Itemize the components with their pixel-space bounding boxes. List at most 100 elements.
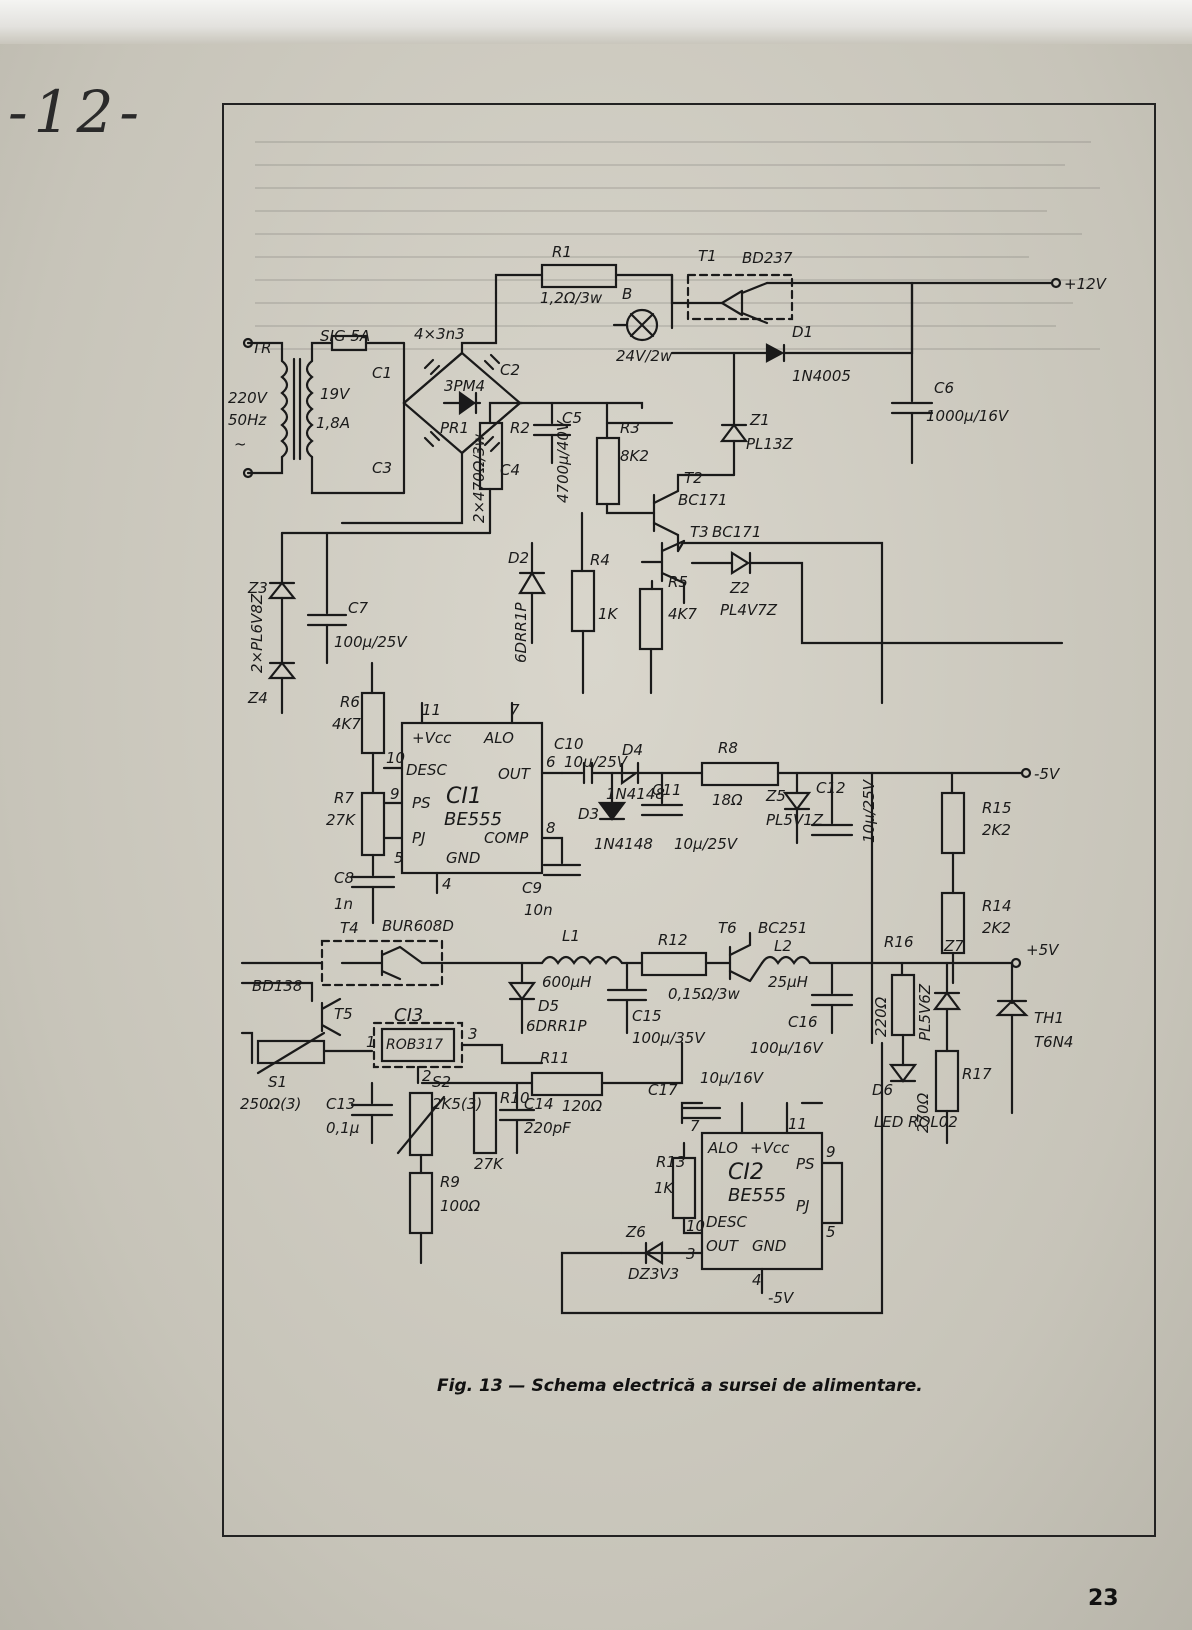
r5-value: 4K7 [668, 605, 697, 623]
z3-label: Z3 [247, 579, 268, 597]
c14-label: C14 [524, 1095, 554, 1113]
r16-value: 220Ω [872, 996, 890, 1037]
r15-resistor [940, 791, 966, 855]
r10-label: R10 [500, 1089, 530, 1107]
ci3-pin-2: 2 [422, 1067, 432, 1085]
r6-resistor [360, 691, 386, 755]
c15-label: C15 [632, 1007, 662, 1025]
ci2-pin-11: 11 [788, 1115, 807, 1133]
t1-heatsink-box [686, 273, 794, 321]
out-12v-terminal [1050, 277, 1062, 289]
ci2-pin-gnd: GND [752, 1237, 786, 1255]
r15-label: R15 [982, 799, 1012, 817]
c9-value: 10n [524, 901, 553, 919]
b-label: B [622, 285, 632, 303]
c1-label: C1 [372, 364, 392, 382]
c8-label: C8 [334, 869, 354, 887]
ci1-pin-11: 11 [422, 701, 441, 719]
r13-label: R13 [656, 1153, 686, 1171]
tr-primary [280, 359, 289, 459]
r17-value: 270Ω [914, 1092, 932, 1133]
r9-value: 100Ω [440, 1197, 481, 1215]
c10-label: C10 [554, 735, 584, 753]
z5-zener [782, 771, 812, 811]
z1-value: PL13Z [746, 435, 793, 453]
wire-rect-to-r1 [494, 273, 544, 295]
r8-label: R8 [718, 739, 738, 757]
c15-capacitor [606, 961, 648, 1035]
ci2-pin-4: 4 [752, 1271, 762, 1289]
z5-value: PL5V1Z [766, 811, 824, 829]
secondary-voltage: 19V [320, 385, 351, 403]
ci3-pin-3: 3 [468, 1025, 478, 1043]
d6-led [888, 1063, 918, 1083]
out-m5v-terminal [1020, 767, 1032, 779]
d1-diode [765, 343, 785, 363]
d3-label: D3 [578, 805, 599, 823]
z4-label: Z4 [247, 689, 268, 707]
c4-capacitor [483, 435, 501, 453]
c12-capacitor [810, 771, 854, 837]
ci1-pin-out: OUT [498, 765, 532, 783]
r3-value: 8K2 [620, 447, 649, 465]
ci1-pin-9: 9 [390, 785, 400, 803]
ci2-pin-vcc: +Vcc [750, 1139, 790, 1157]
power-supply-schematic: R1 1,2Ω/3w T1 BD237 +12V B 24V/2w D1 1N4… [228, 243, 1108, 1315]
z1-label: Z1 [749, 411, 770, 429]
d1-value: 1N4005 [792, 367, 851, 385]
t3-label: T3 [690, 523, 709, 541]
c3-capacitor [423, 430, 441, 448]
ci2-pin-alo: ALO [707, 1139, 738, 1157]
c12-value: 10µ/25V [860, 778, 878, 843]
z1-zener [719, 423, 749, 443]
ci1-pin-10: 10 [386, 749, 405, 767]
r3-label: R3 [620, 419, 640, 437]
mains-symbol: ~ [234, 435, 247, 453]
ci3-regulator [380, 1027, 456, 1063]
l2-value: 25µH [768, 973, 808, 991]
l2-inductor [760, 955, 812, 965]
c5-label: C5 [562, 409, 582, 427]
r8-value: 18Ω [712, 791, 743, 809]
c8-capacitor [350, 875, 396, 889]
r11-resistor [530, 1071, 604, 1097]
ci2-pin-5: 5 [826, 1223, 836, 1241]
z2-value: PL4V7Z [720, 601, 778, 619]
r5-label: R5 [668, 573, 688, 591]
r10-resistor [472, 1091, 498, 1155]
t1-value: BD237 [742, 249, 793, 267]
c13-value: 0,1µ [326, 1119, 359, 1137]
d2-label: D2 [508, 549, 529, 567]
ci2-pin-out: OUT [706, 1237, 740, 1255]
c10-capacitor [560, 761, 614, 785]
c12-label: C12 [816, 779, 846, 797]
ci1-ic [400, 721, 544, 875]
z2-label: Z2 [729, 579, 750, 597]
c13-capacitor [350, 1081, 394, 1145]
out-12v-label: +12V [1064, 275, 1108, 293]
ci1-pin-5: 5 [394, 849, 404, 867]
pr1-value: 3PM4 [444, 377, 485, 395]
c2-label: C2 [500, 361, 520, 379]
c6-label: C6 [934, 379, 954, 397]
fuse-label: SIG 5A [320, 327, 370, 345]
r16-label: R16 [884, 933, 914, 951]
ci3-pin-1: 1 [366, 1033, 376, 1051]
mains-voltage: 220V [228, 389, 269, 407]
r14-value: 2K2 [982, 919, 1011, 937]
c7-capacitor [306, 613, 348, 627]
l1-value: 600µH [542, 973, 591, 991]
c10-value: 10µ/25V [564, 753, 629, 771]
ci1-pin-vcc: +Vcc [412, 729, 452, 747]
r1-label: R1 [552, 243, 572, 261]
d4-label: D4 [622, 741, 643, 759]
ci2-pin-7: 7 [690, 1117, 700, 1135]
c5-value: 4700µ/40V [554, 419, 572, 503]
t2-value: BC171 [678, 491, 727, 509]
out-m5v-label: -5V [1034, 765, 1061, 783]
z6-value: DZ3V3 [628, 1265, 679, 1283]
r6-value: 4K7 [332, 715, 361, 733]
t5-label: T5 [334, 1005, 353, 1023]
z4-zener [267, 661, 297, 680]
